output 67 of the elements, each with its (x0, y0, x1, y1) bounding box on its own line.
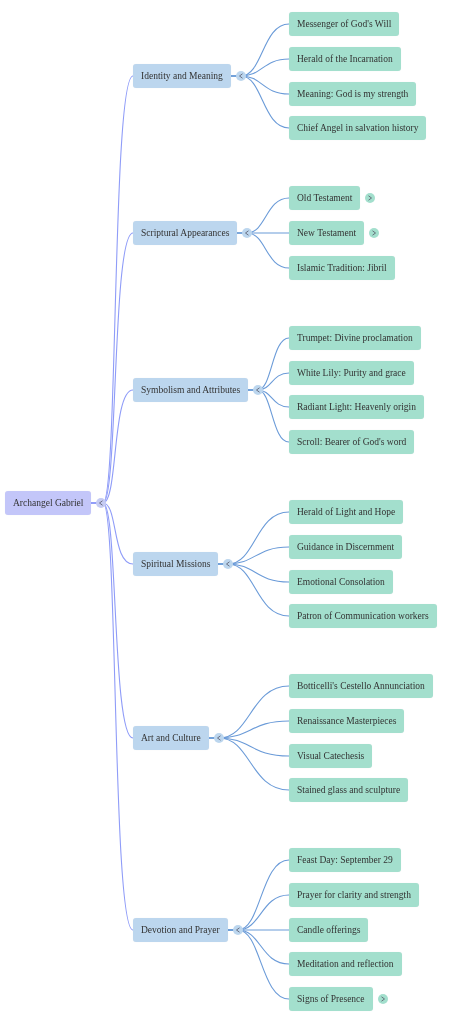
topic-label: Scriptural Appearances (141, 227, 230, 240)
leaf-topic-box (289, 430, 415, 454)
branch-topic-box (133, 918, 228, 942)
leaf-topic-box (289, 221, 365, 245)
leaf-topic-box (289, 82, 417, 106)
topic-label: New Testament (297, 227, 357, 240)
topic-label: Devotion and Prayer (141, 924, 220, 937)
topic-label: Feast Day: September 29 (297, 854, 393, 867)
topic-label: Trumpet: Divine proclamation (297, 332, 413, 345)
connector-line (208, 737, 290, 791)
topic-label: Meditation and reflection (297, 958, 394, 971)
leaf-topic-box (289, 500, 404, 524)
topic-label: Archangel Gabriel (13, 497, 84, 510)
topic-label: Herald of the Incarnation (297, 53, 393, 66)
branch-topic-box (133, 64, 231, 88)
branch-topic-box (133, 552, 219, 576)
leaf-topic-box (289, 918, 369, 942)
topic-label: Stained glass and sculpture (297, 784, 401, 797)
leaf-topic-box (289, 744, 373, 768)
connector-line (217, 563, 290, 617)
branch-topic-box (133, 221, 238, 245)
leaf-topic-box (289, 535, 403, 559)
topic-label: Symbolism and Attributes (141, 384, 241, 397)
topic-label: Meaning: God is my strength (297, 88, 409, 101)
leaf-topic-box (289, 256, 395, 280)
leaf-topic-box (289, 674, 433, 698)
topic-label: Chief Angel in salvation history (297, 122, 419, 135)
leaf-topic-box (289, 570, 393, 594)
connector-line (236, 232, 290, 269)
topic-label: Patron of Communication workers (297, 610, 429, 623)
connector-line (230, 75, 290, 129)
leaf-topic-box (289, 116, 427, 140)
topic-label: Prayer for clarity and strength (297, 889, 411, 902)
leaf-topic-box (289, 361, 414, 385)
root-topic-box (5, 491, 92, 515)
topic-label: Botticelli's Cestello Annunciation (297, 680, 425, 693)
leaf-topic-box (289, 395, 424, 419)
connector-line (247, 389, 290, 443)
topic-label: Guidance in Discernment (297, 541, 395, 554)
topic-label: Herald of Light and Hope (297, 506, 396, 519)
topic-label: Renaissance Masterpieces (297, 715, 397, 728)
leaf-topic-box (289, 883, 419, 907)
leaf-topic-box (289, 326, 421, 350)
leaf-topic-box (289, 604, 437, 628)
topic-label: Signs of Presence (297, 993, 365, 1006)
leaf-topic-box (289, 778, 409, 802)
leaf-topic-box (289, 987, 373, 1011)
leaf-topic-box (289, 186, 361, 210)
leaf-topic-box (289, 12, 400, 36)
topic-label: Islamic Tradition: Jibril (297, 262, 387, 275)
topic-label: Identity and Meaning (141, 70, 223, 83)
topic-label: Art and Culture (141, 732, 201, 745)
topic-label: Emotional Consolation (297, 576, 385, 589)
branch-topic-box (133, 378, 249, 402)
topic-label: Old Testament (297, 192, 353, 205)
topic-label: Radiant Light: Heavenly origin (297, 401, 416, 414)
leaf-topic-box (289, 47, 401, 71)
topic-label: White Lily: Purity and grace (297, 367, 406, 380)
topic-label: Visual Catechesis (297, 750, 365, 763)
topic-label: Scroll: Bearer of God's word (297, 436, 407, 449)
branch-topic-box (133, 726, 209, 750)
leaf-topic-box (289, 709, 405, 733)
leaf-topic-box (289, 848, 401, 872)
leaf-topic-box (289, 952, 402, 976)
topic-label: Spiritual Missions (141, 558, 211, 571)
topic-label: Candle offerings (297, 924, 361, 937)
topic-label: Messenger of God's Will (297, 18, 392, 31)
